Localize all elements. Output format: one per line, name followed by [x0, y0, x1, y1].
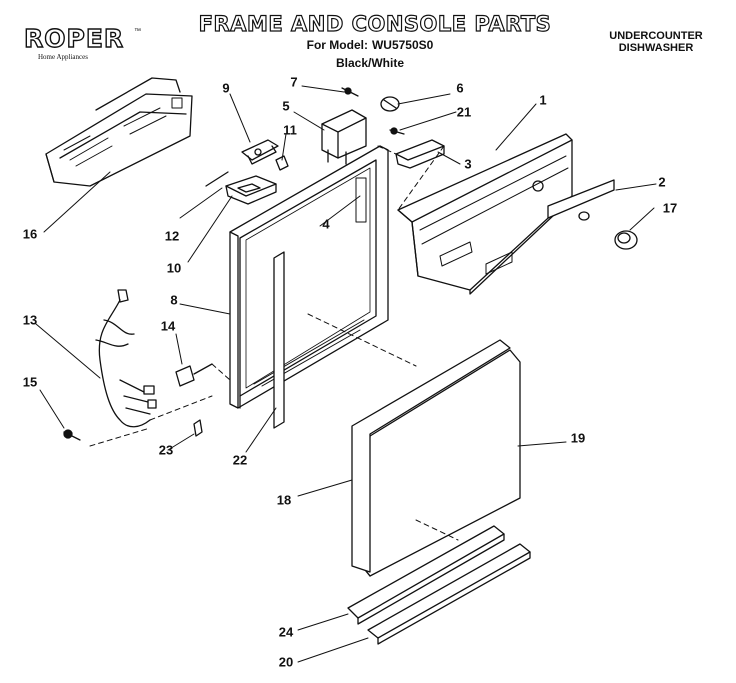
part-23-clip	[193, 419, 203, 437]
appliance-type-line-2: DISHWASHER	[618, 42, 694, 54]
part-7-screw	[341, 87, 359, 97]
callout-13: 13	[22, 312, 38, 328]
callout-20: 20	[278, 654, 294, 670]
model-label: For Model:	[306, 38, 368, 52]
part-15-screw	[63, 429, 81, 441]
callout-19: 19	[570, 430, 586, 446]
part-24-bottom-strip	[347, 525, 505, 625]
appliance-type-line-1: UNDERCOUNTER	[609, 30, 703, 42]
brand-tagline: Home Appliances	[38, 53, 88, 61]
part-5-door-latch	[321, 109, 367, 165]
part-10-bracket	[225, 175, 277, 205]
callout-7: 7	[290, 74, 298, 90]
brand-trademark: ™	[134, 28, 141, 35]
callout-16: 16	[22, 226, 38, 242]
model-line: For Model:WU5750S0	[240, 38, 500, 52]
callout-15: 15	[22, 374, 38, 390]
diagram-title: FRAME AND CONSOLE PARTS	[198, 11, 552, 36]
part-11-clip	[275, 155, 289, 171]
part-14-switch	[175, 363, 213, 387]
callout-11: 11	[283, 122, 297, 138]
callout-9: 9	[222, 80, 230, 96]
part-22-trim-strip	[273, 251, 285, 429]
callout-14: 14	[160, 318, 176, 334]
color-scheme: Black/White	[335, 56, 404, 70]
callout-3: 3	[464, 156, 472, 172]
roper-logo: ROPER ™ Home Appliances	[23, 24, 141, 61]
part-1-console	[397, 133, 573, 295]
part-12-rod	[205, 171, 229, 187]
part-16-control-module	[45, 77, 193, 187]
callout-10: 10	[166, 260, 182, 276]
alignment-lines	[89, 145, 459, 541]
callout-6: 6	[456, 80, 464, 96]
callout-21: 21	[456, 104, 472, 120]
appliance-type: UNDERCOUNTER DISHWASHER	[594, 30, 718, 54]
brand-wordmark: ROPER	[23, 24, 125, 53]
callout-4: 4	[322, 216, 330, 232]
leader-lines	[35, 85, 657, 663]
callout-8: 8	[170, 292, 178, 308]
callout-18: 18	[276, 492, 292, 508]
part-6-knob	[380, 96, 400, 112]
callout-23: 23	[158, 442, 174, 458]
part-3-latch-keeper	[395, 139, 445, 169]
part-13-wire-harness	[95, 289, 157, 428]
part-20-bottom-trim	[367, 543, 531, 645]
callout-1: 1	[539, 92, 547, 108]
model-number: WU5750S0	[371, 38, 434, 52]
part-2-console-panel	[547, 179, 615, 221]
callout-17: 17	[662, 200, 678, 216]
callout-2: 2	[658, 174, 666, 190]
callout-5: 5	[282, 98, 290, 114]
callout-12: 12	[164, 228, 180, 244]
callout-24: 24	[278, 624, 294, 640]
part-8-door-frame	[229, 145, 389, 409]
part-9-component	[241, 139, 279, 165]
callout-22: 22	[232, 452, 248, 468]
part-18-insert-panel	[351, 339, 511, 573]
part-21-screw	[389, 127, 405, 135]
part-17-knob	[614, 230, 638, 250]
